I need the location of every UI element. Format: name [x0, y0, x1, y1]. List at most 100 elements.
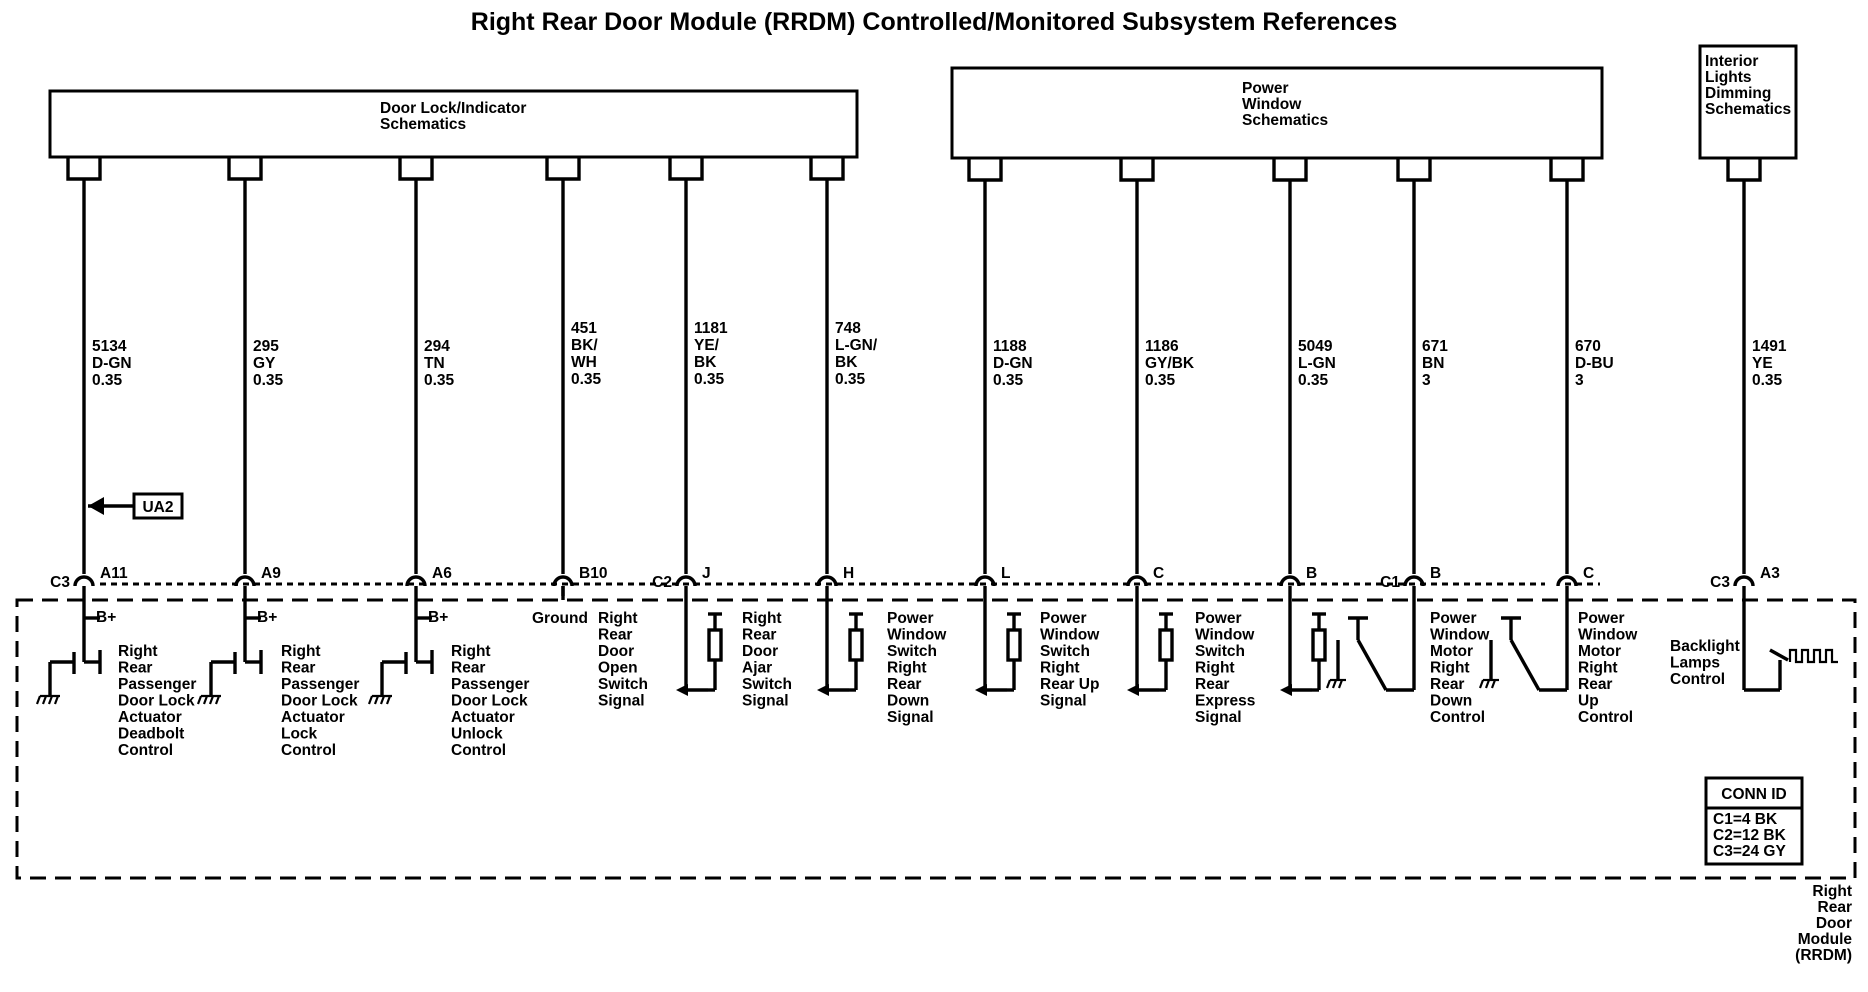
wire-label: BK [694, 354, 717, 371]
signal-arrow [975, 684, 987, 696]
function-label: Rear [451, 660, 485, 677]
module-outline [15, 598, 1857, 880]
connector-pin [552, 575, 574, 587]
function-label: Down [1430, 693, 1472, 710]
function-label: Rear [887, 676, 921, 693]
wire-label: D-GN [92, 355, 132, 372]
wire-label: GY/BK [1145, 355, 1195, 372]
module-name-line: (RRDM) [1795, 947, 1852, 964]
ground-icon [1337, 679, 1344, 689]
terminal-bracket [66, 157, 102, 181]
wire-label: BK/ [571, 337, 598, 354]
function-label: Rear [1430, 676, 1464, 693]
wire-label: 0.35 [1298, 372, 1329, 389]
box-label-line: Interior [1705, 53, 1758, 70]
ground-icon [41, 695, 48, 705]
function-label: Window [887, 627, 947, 644]
function-label: Up [1578, 693, 1599, 710]
function-label: Rear [742, 627, 776, 644]
power-window-schematics-box[interactable]: Power Window Schematics [950, 66, 1604, 160]
function-label: Signal [887, 709, 934, 726]
connector-pin [1556, 575, 1578, 587]
supply-label: B+ [96, 609, 116, 626]
interior-lights-dimming-schematics-box[interactable]: Interior Lights Dimming Schematics [1698, 44, 1798, 160]
function-label: Rear [598, 627, 632, 644]
function-label: Control [1670, 671, 1725, 688]
wire-label: 0.35 [993, 372, 1024, 389]
function-label: Window [1195, 627, 1255, 644]
terminal-bracket [227, 157, 263, 181]
terminal-bracket [1549, 158, 1585, 182]
wire-label: 5134 [92, 338, 127, 355]
resistor [1006, 628, 1022, 662]
function-label: Passenger [281, 676, 359, 693]
connector-pin [974, 575, 996, 587]
pin-label: B [1430, 565, 1441, 582]
connector-pin [234, 575, 256, 587]
ground-icon [1484, 679, 1491, 689]
wire-label: L-GN [1298, 355, 1336, 372]
pin-label: A9 [261, 565, 281, 582]
function-label: Control [451, 742, 506, 759]
function-label: Deadbolt [118, 726, 184, 743]
function-label: Actuator [281, 709, 345, 726]
function-label: Window [1578, 627, 1638, 644]
wire-label: 0.35 [835, 371, 866, 388]
ground-icon [202, 695, 209, 705]
pwm-icon [1788, 648, 1838, 664]
connector-label: C2 [652, 574, 672, 591]
wire-label: 748 [835, 320, 861, 337]
wire-label: TN [424, 355, 445, 372]
box-label-line: Schematics [1705, 101, 1791, 118]
pin-label: H [843, 565, 854, 582]
conn-id-title: CONN ID [1721, 786, 1786, 803]
connector-pin [816, 575, 838, 587]
wire-label: 671 [1422, 338, 1448, 355]
function-label: Window [1430, 627, 1490, 644]
conn-id-line: C3=24 GY [1713, 843, 1786, 860]
function-label: Window [1040, 627, 1100, 644]
lamp-switch [1769, 648, 1789, 662]
function-label: Down [887, 693, 929, 710]
terminal-bracket [398, 157, 434, 181]
function-label: Right [451, 643, 491, 660]
function-label: Power [1195, 610, 1242, 627]
wire-label: 294 [424, 338, 450, 355]
pin-label: A6 [432, 565, 452, 582]
function-label: Passenger [118, 676, 196, 693]
wire-label: 0.35 [253, 372, 284, 389]
pin-label: B [1306, 565, 1317, 582]
supply-label: B+ [257, 609, 277, 626]
wire-label: D-GN [993, 355, 1033, 372]
ground-icon [1331, 679, 1338, 689]
pin-label: C [1153, 565, 1164, 582]
function-label: Motor [1578, 643, 1621, 660]
function-label: Signal [742, 693, 789, 710]
function-label: Passenger [451, 676, 529, 693]
door-lock-schematics-box[interactable]: Door Lock/Indicator Schematics [48, 89, 859, 159]
connector-pin [675, 575, 697, 587]
ground-icon [214, 695, 221, 705]
resistor [1311, 628, 1327, 662]
relay-contact [1509, 639, 1541, 691]
signal-arrow [817, 684, 829, 696]
conn-id-box: CONN ID C1=4 BK C2=12 BK C3=24 GY [1704, 776, 1804, 866]
function-label: Actuator [118, 709, 182, 726]
function-label: Power [887, 610, 934, 627]
ua2-reference[interactable]: UA2 [88, 492, 184, 520]
wire-label: 670 [1575, 338, 1601, 355]
terminal-bracket [967, 158, 1003, 182]
function-label: Rear [118, 660, 152, 677]
wire-label: 1186 [1145, 338, 1179, 355]
function-label: Door Lock [281, 693, 358, 710]
function-label: Ground [532, 610, 588, 627]
function-label: Switch [887, 643, 937, 660]
box-label-line: Schematics [1242, 112, 1328, 129]
box-label-line: Dimming [1705, 85, 1771, 102]
function-label: Door Lock [118, 693, 195, 710]
function-label: Control [1430, 709, 1485, 726]
function-label: Rear [1195, 676, 1229, 693]
wire-label: 1491 [1752, 338, 1787, 355]
connector-pin [405, 575, 427, 587]
signal-arrow [1280, 684, 1292, 696]
